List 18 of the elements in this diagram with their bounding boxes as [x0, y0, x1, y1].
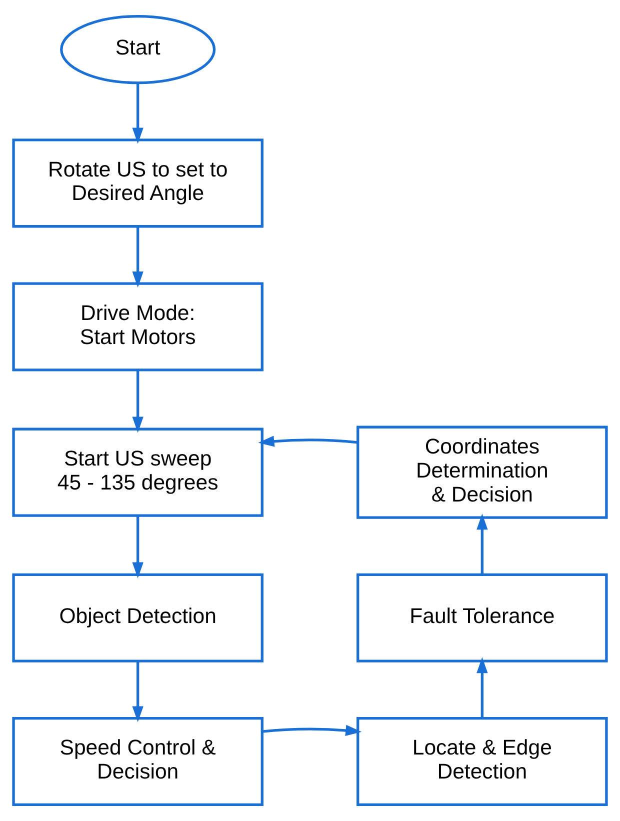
node-box: Object Detection — [12, 573, 264, 662]
arrow — [132, 370, 144, 433]
arrow — [258, 436, 358, 447]
node-box: Rotate US to set to Desired Angle — [12, 138, 264, 228]
node-box: Coordinates Determination & Decision — [356, 426, 608, 519]
arrow — [132, 82, 144, 144]
arrow — [132, 661, 144, 722]
arrow — [476, 657, 488, 718]
node-box: Drive Mode: Start Motors — [12, 282, 264, 372]
arrow — [262, 724, 362, 736]
arrow — [476, 514, 488, 574]
arrow — [132, 516, 144, 578]
node-box: Speed Control & Decision — [12, 716, 264, 806]
arrow — [132, 226, 144, 288]
node-ellipse: Start — [60, 15, 216, 84]
node-box: Fault Tolerance — [356, 573, 608, 662]
node-box: Locate & Edge Detection — [356, 716, 608, 806]
node-box: Start US sweep 45 - 135 degrees — [12, 428, 264, 517]
